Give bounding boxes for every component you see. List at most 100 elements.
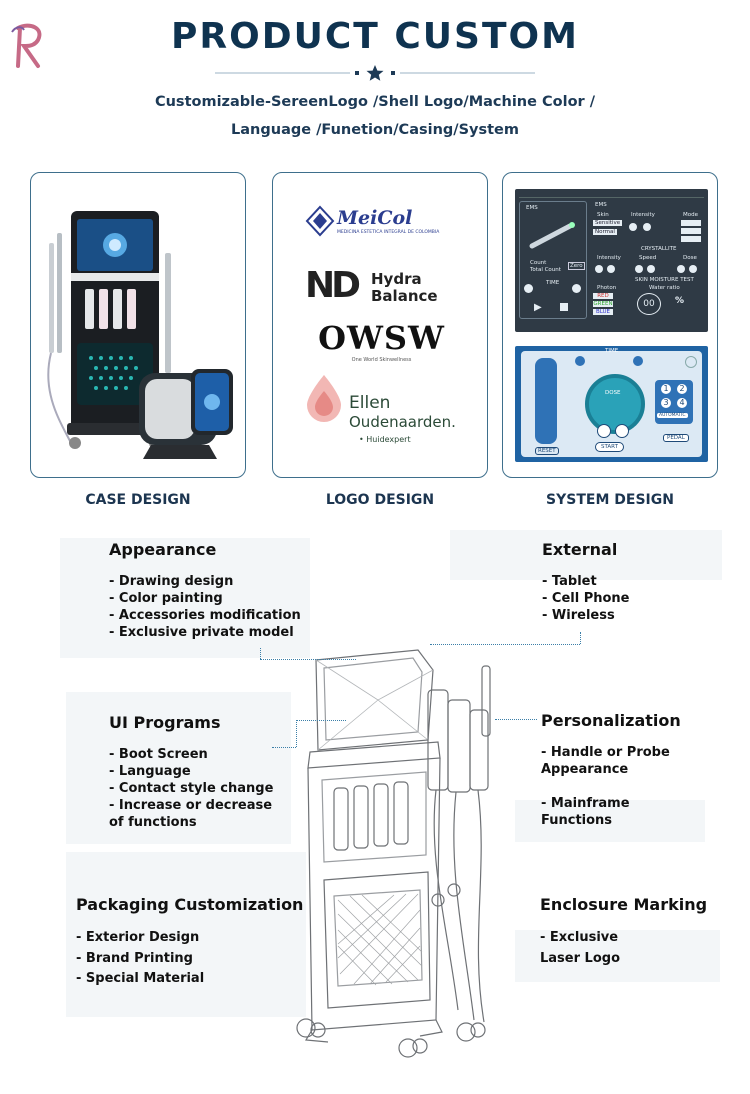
speed-down-icon[interactable] [635,265,643,273]
connector-ui-v [296,720,297,747]
dose-down-icon[interactable] [677,265,685,273]
enclosure-title: Enclosure Marking [540,895,708,914]
time-plus-icon[interactable] [575,356,585,366]
system-screen-blue: TIME RESET DOSE START 1 2 3 4 AUTOMATIC … [515,346,708,462]
time-title: TIME [605,348,619,354]
play-icon[interactable]: ▶ [534,302,542,313]
key-3[interactable]: 3 [661,398,671,408]
subtitle-line-2: Language /Funetion/Casing/System [231,122,519,138]
system-design-caption: SYSTEM DESIGN [546,492,674,508]
connector-personalization [495,719,537,720]
speed-up-icon[interactable] [647,265,655,273]
moisture-unit: % [675,296,685,306]
mode-label: Mode [683,212,698,218]
stop-icon[interactable] [560,303,568,311]
gear-icon[interactable] [685,356,697,368]
skin-label: Skin [597,212,609,218]
count-label: Count [530,260,547,266]
photon-label: Photon [597,285,617,291]
appearance-list: - Drawing design - Color painting - Acce… [109,573,301,641]
reset-button[interactable]: RESET [535,447,559,455]
key-2[interactable]: 2 [677,384,687,394]
crystal-down-icon[interactable] [595,265,603,273]
dose-up-icon[interactable] [689,265,697,273]
mode-option-1[interactable] [681,220,701,226]
logo-design-caption: LOGO DESIGN [325,492,435,508]
plus-icon[interactable] [572,284,581,293]
system-design-card: EMS Count Total Count Zero TIME ▶ EMS Sk… [502,172,718,478]
list-item: - Cell Phone [542,591,630,606]
oudenaarden-text: Oudenaarden. [349,413,456,431]
list-item: - Color painting [109,591,223,606]
settings-panel: EMS Skin Intensity Mode Sensitive Normal… [589,201,704,317]
zero-button[interactable]: Zero [568,262,585,270]
time-minus-icon[interactable] [633,356,643,366]
list-item: - Boot Screen [109,747,208,762]
dose-dial[interactable] [585,374,645,434]
blue-option[interactable]: BLUE [593,309,613,315]
meicol-logo: MeiCol MEDICINA ESTETICA INTEGRAL DE COL… [305,205,455,239]
list-item: - Mainframe [541,796,630,811]
dose-minus-icon[interactable] [597,424,611,438]
dose-slider[interactable] [535,358,557,444]
bg-panel-left-1 [60,538,310,658]
connector-ui [272,747,296,748]
ellen-text: Ellen [349,393,391,413]
list-item: - Exclusive [540,930,619,945]
hydra-balance-logo: ND Hydra Balance [305,265,455,307]
packaging-list: - Exterior Design - Brand Printing - Spe… [76,928,303,990]
brand-logo-icon [11,23,42,68]
key-1[interactable]: 1 [661,384,671,394]
mode-option-2[interactable] [681,228,701,234]
mode-option-3[interactable] [681,236,701,242]
personalization-title: Personalization [541,711,681,730]
case-design-card [30,172,246,478]
feature-packaging: Packaging Customization - Exterior Desig… [76,895,303,990]
logo-design-card: MeiCol MEDICINA ESTETICA INTEGRAL DE COL… [272,172,488,478]
red-option[interactable]: RED [593,293,613,299]
speed-label: Speed [639,255,657,261]
title-divider [215,64,535,82]
intensity-up-icon[interactable] [643,223,651,231]
packaging-title: Packaging Customization [76,895,304,914]
moisture-value: 00 [637,293,661,315]
green-option[interactable]: GREEN [593,301,613,307]
list-item: Laser Logo [540,950,620,966]
connector-external-v [580,632,581,644]
list-item: - Special Material [76,971,205,986]
intensity-down-icon[interactable] [629,223,637,231]
crystal-intensity-label: Intensity [597,255,621,261]
list-item: - Brand Printing [76,950,193,966]
connector-external [430,644,580,645]
personalization-list: - Handle or Probe Appearance - Mainframe… [541,744,681,829]
star-icon [366,65,384,81]
connector-appearance [260,659,356,660]
list-item: - Handle or Probe [541,745,670,760]
sensitive-option[interactable]: Sensitive [593,220,623,226]
automatic-button[interactable]: AUTOMATIC [657,413,688,418]
normal-option[interactable]: Normal [593,229,617,235]
crystal-up-icon[interactable] [607,265,615,273]
list-item: - Contact style change [109,781,274,796]
dose-plus-icon[interactable] [615,424,629,438]
feature-appearance: Appearance - Drawing design - Color pain… [109,540,301,641]
minus-icon[interactable] [524,284,533,293]
bg-panel-right-1 [450,530,722,580]
ellen-logo: Ellen Oudenaarden. • Huidexpert [303,373,473,453]
feature-ui-programs: UI Programs - Boot Screen - Language - C… [109,713,273,831]
list-item: - Exterior Design [76,930,200,945]
dose-title: DOSE [605,390,621,396]
water-drop-icon [307,375,341,422]
bg-panel-right-2 [515,800,705,842]
machine-case-image [47,211,233,459]
key-4[interactable]: 4 [677,398,687,408]
ems-label: EMS [526,205,538,211]
system-screen-dark: EMS Count Total Count Zero TIME ▶ EMS Sk… [515,189,708,332]
ui-programs-title: UI Programs [109,713,221,732]
list-item: - Accessories modification [109,608,301,623]
appearance-title: Appearance [109,540,217,559]
start-button[interactable]: START [595,442,624,452]
owsw-logo: OWSW One World Skinwellness [299,319,464,365]
bg-panel-left-2 [66,692,291,844]
pedal-button[interactable]: PEDAL [663,434,689,442]
